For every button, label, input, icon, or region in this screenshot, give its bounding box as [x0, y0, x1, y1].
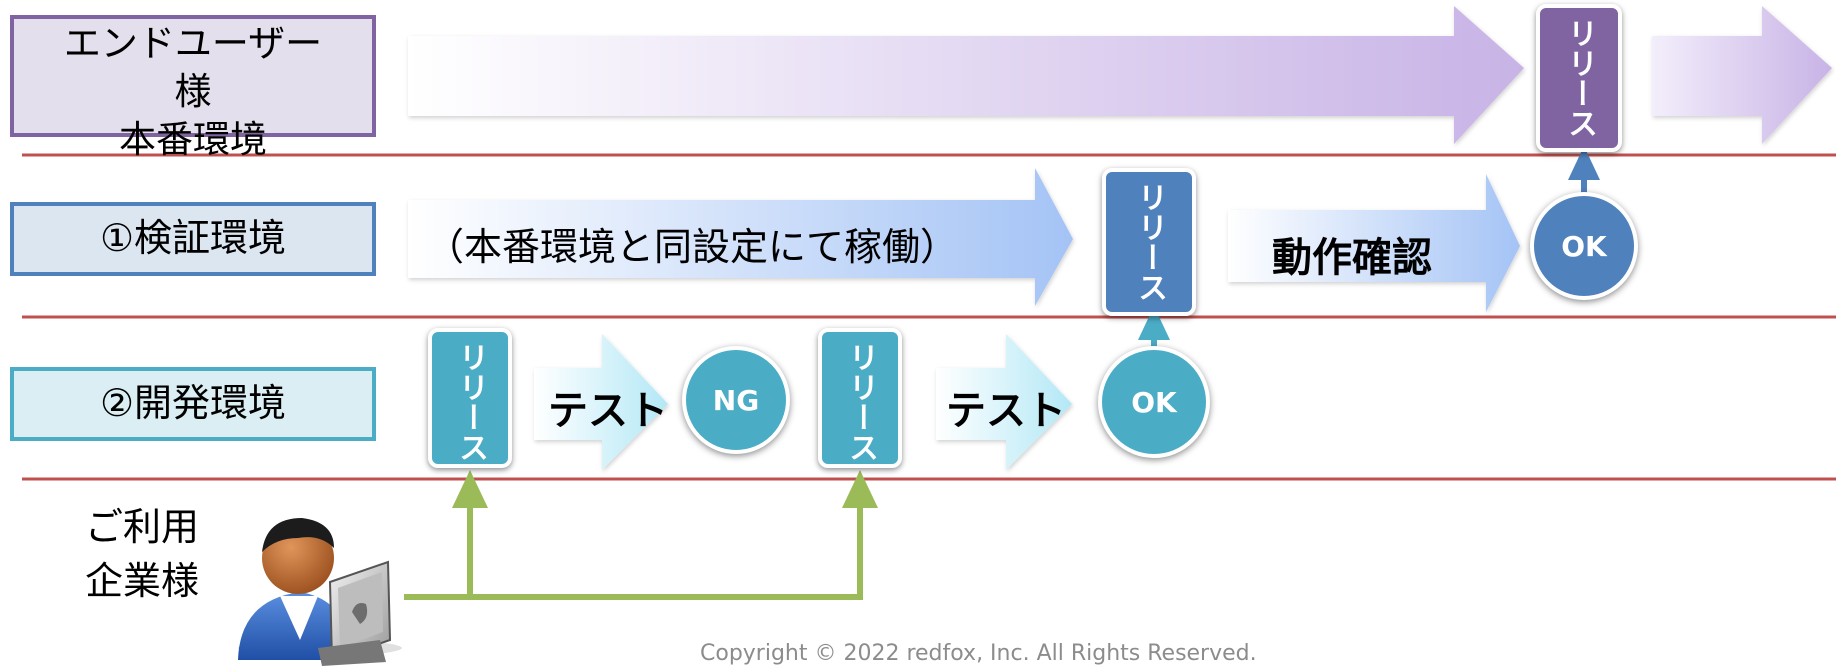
copyright-notice: Copyright © 2022 redfox, Inc. All Rights… — [700, 641, 1257, 666]
company-line-2: 企業様 — [84, 559, 199, 603]
end-user-line-2: 様 — [174, 70, 212, 113]
operation-check-arrow — [1228, 174, 1520, 312]
production-timeline-arrow — [408, 6, 1524, 144]
production-continue-arrow — [1652, 6, 1832, 144]
verify-ok-text: OK — [1561, 229, 1607, 263]
company-user-label: ご利用 企業様 — [72, 500, 212, 608]
blue-arrowhead — [1568, 146, 1600, 180]
test-arrow-1 — [534, 334, 668, 470]
dev-ng-text: NG — [712, 383, 760, 417]
end-user-line-3: 本番環境 — [118, 118, 267, 161]
dev-ok-badge: OK — [1098, 346, 1210, 458]
operation-check-label: 動作確認 — [1272, 235, 1432, 281]
dev-ok-text: OK — [1131, 385, 1177, 419]
release-card-production: リリース — [1536, 4, 1622, 152]
green-arrowhead-2 — [842, 470, 878, 508]
user-at-computer-icon — [238, 518, 402, 666]
release-card-dev-1: リリース — [428, 328, 512, 468]
release-card-verification-text: リリース — [1132, 182, 1167, 302]
release-card-dev-1-text: リリース — [453, 342, 488, 462]
verification-environment-text: ①検証環境 — [99, 216, 287, 261]
verification-environment-label: ①検証環境 — [10, 202, 376, 276]
teal-arrowhead — [1138, 306, 1170, 340]
verify-running-label: （本番環境と同設定にて稼働） — [426, 225, 959, 269]
release-card-dev-2: リリース — [818, 328, 902, 468]
verify-running-arrow — [408, 168, 1073, 306]
development-environment-text: ②開発環境 — [99, 381, 287, 426]
green-arrowhead-1 — [452, 470, 488, 508]
test-arrow-2 — [936, 334, 1072, 470]
test-label-1: テスト — [548, 388, 668, 434]
verify-ok-badge: OK — [1530, 192, 1638, 300]
dev-ng-badge: NG — [682, 346, 790, 454]
test-label-2: テスト — [946, 388, 1066, 434]
company-line-1: ご利用 — [84, 505, 199, 549]
end-user-production-label: エンドユーザー 様 本番環境 — [10, 15, 376, 161]
end-user-line-1: エンドユーザー — [63, 22, 323, 65]
release-card-dev-2-text: リリース — [843, 342, 878, 462]
development-environment-label: ②開発環境 — [10, 367, 376, 441]
release-card-production-text: リリース — [1562, 18, 1597, 138]
release-card-verification: リリース — [1102, 168, 1196, 316]
